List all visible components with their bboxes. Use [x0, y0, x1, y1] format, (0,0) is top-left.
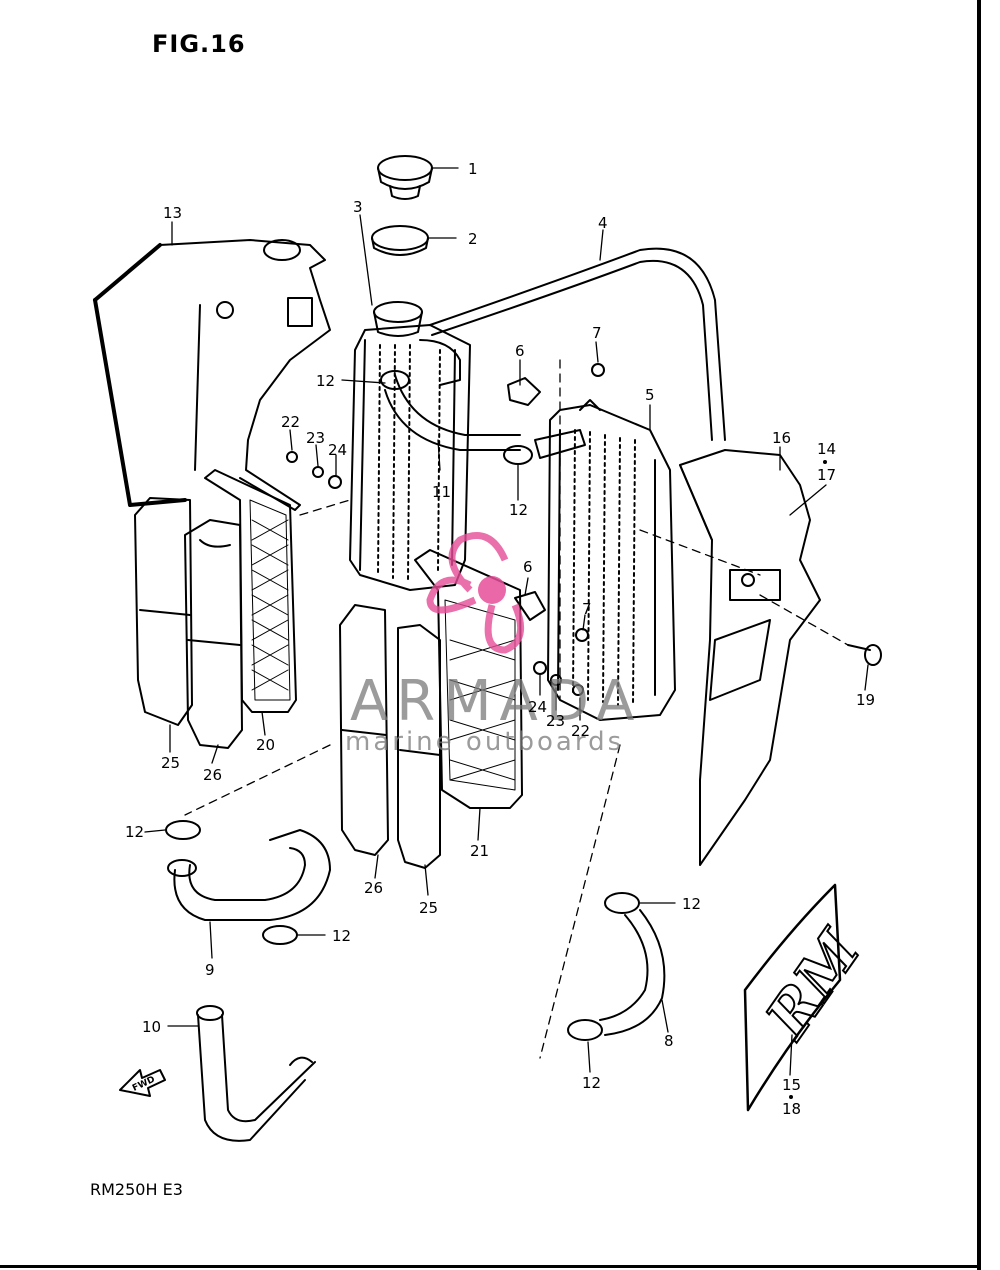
callout-21: 21 [470, 842, 489, 860]
model-label: RM250H E3 [90, 1180, 183, 1199]
callout-26: 26 [203, 766, 222, 784]
callout-25: 25 [161, 754, 180, 772]
radiator-guard-center-part25 [397, 624, 441, 869]
callout-17: 17 [817, 466, 836, 484]
radiator-hose-part10 [196, 1005, 316, 1142]
callout-16: 16 [772, 429, 791, 447]
callout-12: 12 [682, 895, 701, 913]
callout-13: 13 [163, 204, 182, 222]
hose-clamp-12 [567, 1019, 603, 1041]
callout-25: 25 [419, 899, 438, 917]
hose-clamp-12 [604, 892, 640, 914]
callout-12: 12 [125, 823, 144, 841]
bolt-part19 [847, 644, 882, 666]
radiator-guard-mesh-part20 [204, 469, 297, 713]
right-frame-border [977, 0, 981, 1270]
callout-14: 14 [817, 440, 836, 458]
radiator-cap-part3 [377, 155, 433, 200]
callout-15: 15 [782, 1076, 801, 1094]
callout-20: 20 [256, 736, 275, 754]
fittings [286, 363, 605, 696]
callout-26: 26 [364, 879, 383, 897]
callout-24: 24 [328, 441, 347, 459]
callout-7: 7 [592, 324, 602, 342]
callout-10: 10 [142, 1018, 161, 1036]
radiator-cap-part2 [371, 225, 429, 256]
forward-arrow-icon [119, 1069, 166, 1097]
callout-12: 12 [582, 1074, 601, 1092]
callout-5: 5 [645, 386, 655, 404]
callout-24: 24 [528, 698, 547, 716]
watermark-tagline: marine outboards [345, 727, 624, 757]
radiator-guard-center-part26 [339, 604, 389, 856]
callout-22: 22 [281, 413, 300, 431]
callout-dot [789, 1095, 793, 1099]
radiator-hose-part8 [599, 909, 666, 1036]
callout-2: 2 [468, 230, 478, 248]
hose-clamp-12 [503, 445, 533, 465]
radiator-guard-left-part25 [134, 497, 193, 726]
hose-clamp-12 [380, 370, 410, 390]
radiator-left-part1 [349, 301, 521, 591]
watermark-brand: ARMADA [350, 669, 642, 734]
hose-clamp-12 [165, 820, 201, 840]
callout-12: 12 [509, 501, 528, 519]
callout-23: 23 [306, 429, 325, 447]
breather-hose-part4 [429, 247, 726, 441]
rm-decal-text: RM [752, 917, 874, 1051]
callout-1: 3 [353, 198, 363, 216]
callout-12: 12 [316, 372, 335, 390]
callout-4: 4 [598, 214, 608, 232]
radiator-guard-left-part26 [184, 519, 243, 749]
callout-12: 12 [332, 927, 351, 945]
callout-labels: 1 2 3 4 5 6 6 7 7 8 9 10 11 12 12 12 12 … [125, 160, 875, 1118]
callout-11: 11 [432, 483, 451, 501]
callout-dot [823, 460, 827, 464]
watermark-logo: ARMADA marine outboards [345, 532, 642, 757]
callout-6: 6 [515, 342, 525, 360]
callout-22: 22 [571, 722, 590, 740]
hose-clamp-12 [262, 925, 298, 945]
callout-19: 19 [856, 691, 875, 709]
radiator-shroud-left-part13 [93, 239, 331, 511]
rm-decal-part15 [743, 883, 842, 1112]
callout-3: 1 [468, 160, 478, 178]
callout-6: 6 [523, 558, 533, 576]
radiator-shroud-right-part16 [679, 449, 821, 866]
callout-9: 9 [205, 961, 215, 979]
callout-18: 18 [782, 1100, 801, 1118]
leader-lines [144, 167, 869, 1076]
callout-8: 8 [664, 1032, 674, 1050]
figure-title: FIG.16 [152, 30, 246, 58]
callout-7: 7 [582, 600, 592, 618]
radiator-hose-part9 [167, 829, 331, 921]
bottom-frame-border [0, 1265, 980, 1268]
callout-23: 23 [546, 712, 565, 730]
